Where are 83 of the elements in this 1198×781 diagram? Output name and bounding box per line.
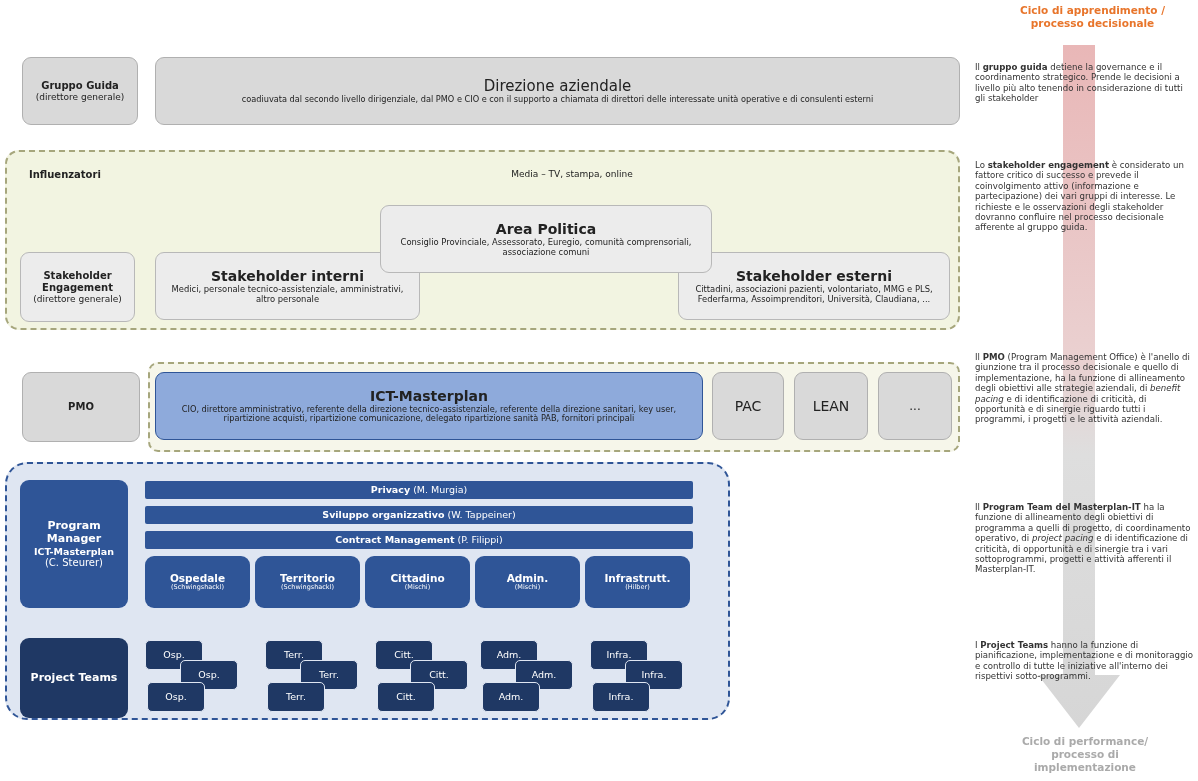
masterplan-box	[155, 372, 703, 440]
stakeholder-box	[380, 205, 712, 273]
node-title: ...	[909, 398, 921, 414]
node-title: Admin.	[506, 571, 549, 584]
subprogram-box	[365, 556, 470, 608]
node-title: Osp.	[163, 649, 185, 661]
node-description: coadiuvata dal secondo livello dirigenziale, dal PMO e CIO e con il supporto a chiamata di direttori delle interessate unità operative e di consulenti esterni	[240, 95, 875, 105]
group-box	[22, 57, 138, 125]
subprogram-box	[145, 556, 250, 608]
program-box	[878, 372, 952, 440]
node-title: Contract Management (P. Filippi)	[335, 534, 503, 546]
node-title: Gruppo Guida	[41, 79, 119, 92]
program-bar	[145, 531, 693, 549]
node-title: Adm.	[531, 669, 557, 681]
subprogram-box	[585, 556, 690, 608]
subprogram-box	[475, 556, 580, 608]
node-title: Terr.	[286, 691, 306, 703]
node-title: PAC	[734, 397, 762, 415]
node-title: Infra.	[606, 649, 632, 661]
cycle-heading: Ciclo di performance/ processo di implementazione	[1020, 735, 1150, 774]
node-description: ICT-Masterplan	[34, 545, 114, 557]
team-box	[377, 682, 435, 712]
node-description: Cittadini, associazioni pazienti, volontariato, MMG e PLS, Federfarma, Assoimprenditori, Università, Claudiana, ...	[694, 284, 934, 305]
node-title: Infra.	[641, 669, 667, 681]
stakeholder-box	[20, 252, 135, 322]
group-panel	[148, 362, 960, 452]
program-box	[712, 372, 784, 440]
node-title: Privacy (M. Murgia)	[370, 484, 468, 496]
node-title: Stakeholder esterni	[736, 267, 892, 285]
program-panel	[5, 462, 730, 720]
group-panel	[5, 150, 960, 330]
node-description: CIO, direttore amministrativo, referente della direzione tecnico-assistenziale, referente della direzione sanitari, key user, ripartizione acquisti, ripartizione comunicazione, delegato ripartizione sanità PAB, fornitori principali	[180, 404, 678, 425]
description-text: I Project Teams hanno la funzione di pianificazione, implementazione e di monitoraggio e controllo di tutte le iniziative all'interno dei rispettivi sotto-programmi.	[975, 640, 1193, 682]
office-box	[22, 372, 140, 442]
description-text: Il Program Team del Masterplan-IT ha la funzione di allineamento degli obiettivi di programma a quelli di progetto, di coordinamento operativo, di project pacing e di identificazione di criticità, di opportunità e di sinergie tra i vari sottoprogrammi, progetti e attività afferenti il Masterplan-IT.	[975, 502, 1192, 575]
cycle-heading: Ciclo di apprendimento / processo decisionale	[1018, 4, 1166, 30]
node-title: Area Politica	[495, 220, 597, 238]
description-text: Il gruppo guida detiene la governance e il coordinamento strategico. Prende le decisioni a livello più alto tenendo in considerazione di tutti gli stakeholder	[975, 62, 1184, 104]
stakeholder-box	[678, 252, 950, 320]
node-title: Citt.	[429, 669, 449, 681]
node-title: Project Teams	[30, 671, 118, 685]
node-title: PMO	[68, 401, 94, 413]
node-title: Citt.	[394, 649, 414, 661]
node-title: Infrastrutt.	[604, 571, 671, 584]
node-description: Medici, personale tecnico-assistenziale, amministrativi, altro personale	[170, 284, 405, 305]
node-title: Osp.	[165, 691, 187, 703]
node-description: (direttore generale)	[35, 91, 125, 103]
node-description: Media – TV, stampa, online	[510, 169, 634, 180]
manager-box	[20, 480, 128, 608]
node-title: Direzione aziendale	[483, 77, 632, 96]
program-box	[794, 372, 868, 440]
program-bar	[145, 506, 693, 524]
node-title: Adm.	[498, 691, 524, 703]
description-text: Lo stakeholder engagement è considerato un fattore critico di successo e prevede il coinvolgimento attivo (informazione e partecipazione) dei vari gruppi di interesse. Le richieste e le osservazioni degli stakeholder dovranno confluire nel processo decisionale afferente al gruppo guida.	[975, 160, 1185, 233]
node-title: Sviluppo organizzativo (W. Tappeiner)	[322, 509, 516, 521]
node-title: Program Manager	[45, 519, 103, 546]
description-text: Il PMO (Program Management Office) è l'anello di giunzione tra il processo decisionale e quello di implementazione, ha la funzione di allineamento degli obiettivi alle strategie aziendali, di benefit pacing e di identificazione di criticità, di opportunità e di sinergie riguardo tutti i programmi, i progetti e le attività aziendali.	[975, 352, 1191, 425]
node-title: Osp.	[198, 669, 220, 681]
node-title: Territorio	[279, 571, 336, 584]
node-title: Citt.	[396, 691, 416, 703]
team-box	[482, 682, 540, 712]
node-title: Influenzatori	[29, 169, 101, 181]
stakeholder-box	[155, 252, 420, 320]
node-title: Stakeholder interni	[211, 267, 364, 285]
team-box	[267, 682, 325, 712]
node-title: LEAN	[812, 397, 850, 415]
node-title: Cittadino	[390, 571, 445, 584]
node-title: Infra.	[608, 691, 634, 703]
node-description: Consiglio Provinciale, Assessorato, Euregio, comunità comprensoriali, associazione comuni	[399, 237, 693, 258]
team-box	[20, 638, 128, 718]
node-title: Terr.	[319, 669, 339, 681]
node-title: Stakeholder Engagement	[41, 269, 114, 294]
node-title: Ospedale	[169, 571, 226, 585]
team-box	[147, 682, 205, 712]
node-title: Adm.	[496, 649, 522, 661]
node-description: (direttore generale)	[33, 293, 122, 305]
group-box	[155, 57, 960, 125]
node-title: ICT-Masterplan	[370, 387, 488, 405]
node-note: (C. Steurer)	[44, 556, 104, 569]
subprogram-box	[255, 556, 360, 608]
team-box	[592, 682, 650, 712]
node-title: Terr.	[284, 649, 304, 661]
program-bar	[145, 481, 693, 499]
